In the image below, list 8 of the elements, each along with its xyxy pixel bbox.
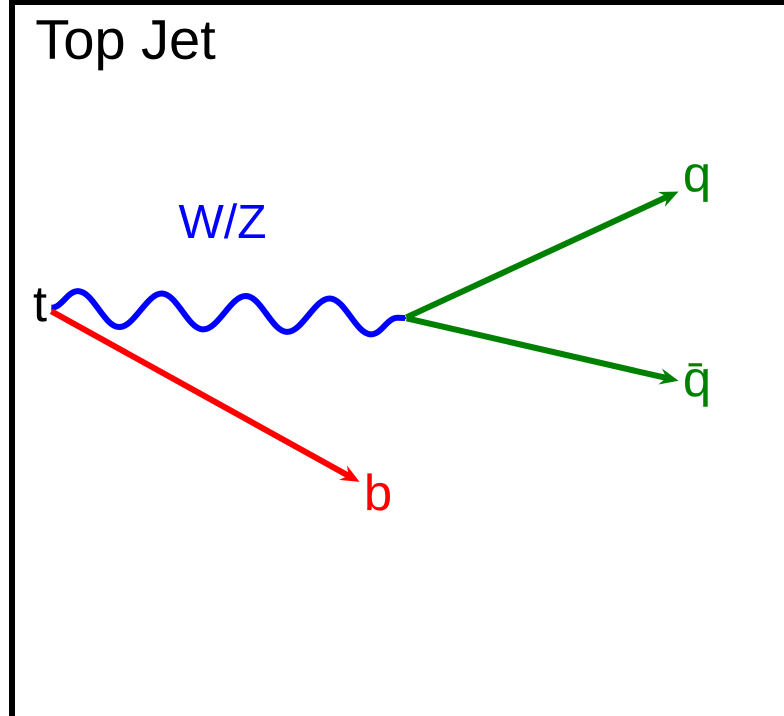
vertex-point xyxy=(404,316,406,320)
particle-label: t xyxy=(34,288,47,322)
particle-label: q xyxy=(685,164,708,202)
wavy-line xyxy=(50,288,406,338)
title: Top Jet xyxy=(36,20,216,70)
edge-label: W/Z xyxy=(178,203,265,238)
particle-label: b xyxy=(367,473,390,511)
particle-label: q̄ xyxy=(685,363,708,407)
